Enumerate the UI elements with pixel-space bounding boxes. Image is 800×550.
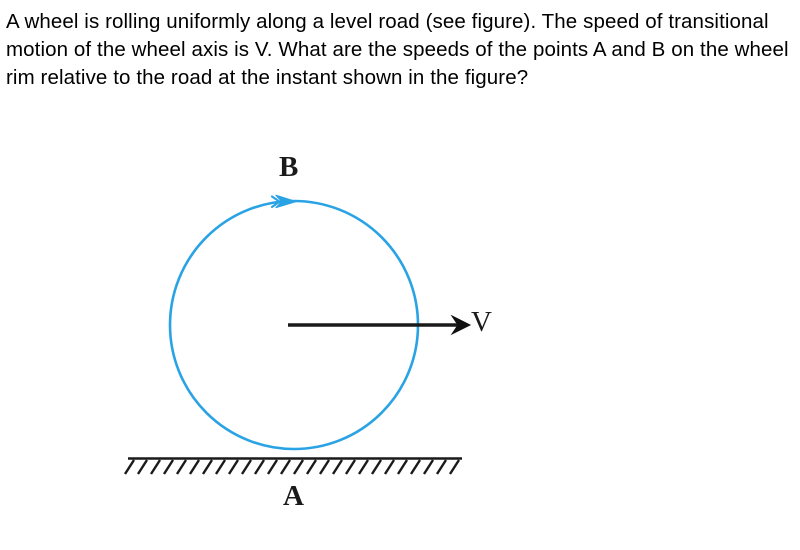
wheel-rolling-figure: B A V	[0, 140, 800, 540]
label-velocity-v: V	[471, 306, 492, 338]
label-point-b: B	[279, 151, 299, 183]
rotation-arrowhead-icon	[270, 194, 297, 209]
label-point-a: A	[283, 480, 304, 512]
ground-hatching	[123, 459, 461, 475]
figure-graphics	[123, 194, 472, 475]
question-text: A wheel is rolling uniformly along a lev…	[6, 10, 795, 89]
velocity-vector-arrow	[288, 314, 472, 336]
